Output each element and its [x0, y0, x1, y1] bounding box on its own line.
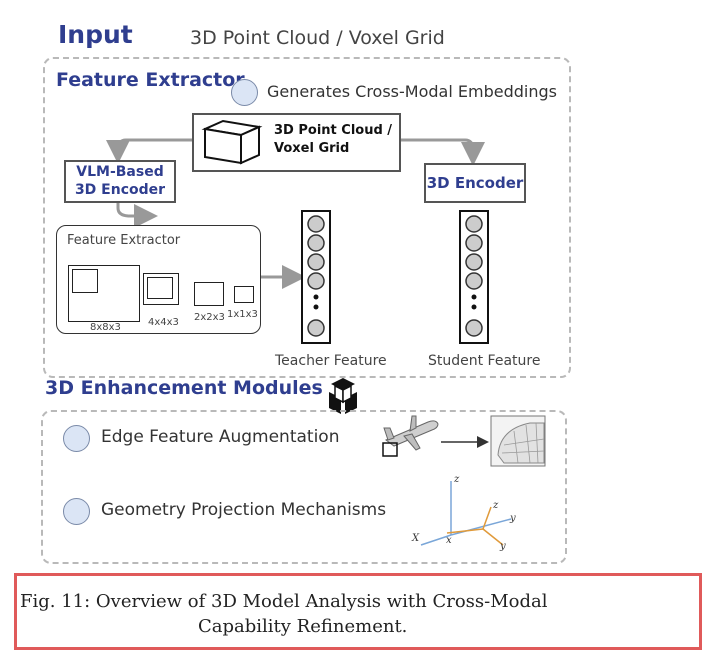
- point-cloud-line2: Voxel Grid: [274, 141, 350, 156]
- vlm-encoder-box: VLM-Based 3D Encoder: [64, 160, 176, 203]
- edge-bullet-icon: [63, 425, 90, 452]
- caption-line1: Fig. 11: Overview of 3D Model Analysis w…: [20, 591, 548, 612]
- block-8x8: [68, 265, 140, 322]
- teacher-feature-label: Teacher Feature: [275, 353, 387, 369]
- encoder-box: 3D Encoder: [424, 163, 526, 203]
- geometry-bullet-icon: [63, 498, 90, 525]
- block-label-2x2: 2x2x3: [194, 312, 225, 323]
- feature-extractor-inner-box: [56, 225, 261, 334]
- enhancement-section-title: 3D Enhancement Modules: [45, 377, 323, 399]
- input-subtitle: 3D Point Cloud / Voxel Grid: [190, 27, 445, 49]
- airplane-icon: [382, 415, 439, 457]
- axis-label-x-main: X: [412, 533, 420, 544]
- embeddings-text: Generates Cross-Modal Embeddings: [267, 82, 557, 101]
- enhancement-section-box: [41, 410, 567, 564]
- block-1x1: [234, 286, 254, 303]
- block-8x8-inner: [72, 269, 98, 293]
- bullet-circle-icon: [231, 79, 258, 106]
- block-label-4x4: 4x4x3: [148, 317, 179, 328]
- block-4x4: [143, 273, 179, 305]
- vlm-line1: VLM-Based: [76, 164, 164, 180]
- feature-extractor-inner-title: Feature Extractor: [67, 233, 181, 248]
- mesh-nose-icon: [490, 415, 546, 467]
- axis-label-z-local: z: [493, 500, 499, 511]
- block-4x4-inner: [147, 277, 173, 299]
- block-2x2: [194, 282, 224, 306]
- block-label-8x8: 8x8x3: [90, 322, 121, 333]
- modules-cubes-icon: [329, 378, 357, 414]
- block-label-1x1: 1x1x3: [227, 309, 258, 320]
- caption-box: [14, 573, 702, 650]
- geometry-projection-text: Geometry Projection Mechanisms: [101, 500, 387, 520]
- arrow-to-encoder: [398, 138, 485, 166]
- arrow-to-vlm: [106, 138, 193, 164]
- cube-icon: [201, 119, 263, 165]
- axis-label-y-local2: y: [500, 541, 506, 552]
- axis-label-z-main: z: [454, 474, 460, 485]
- arrow-vlm-to-extractor: [116, 200, 158, 228]
- vlm-line2: 3D Encoder: [74, 182, 166, 198]
- axis-label-y-local: y: [510, 513, 516, 524]
- edge-feature-text: Edge Feature Augmentation: [101, 427, 340, 447]
- point-cloud-line1: 3D Point Cloud /: [274, 123, 393, 138]
- axis-label-x-local: x: [446, 535, 452, 546]
- axes-diagram: [420, 481, 512, 546]
- teacher-feature-column: [301, 210, 331, 344]
- encoder-label: 3D Encoder: [426, 174, 524, 192]
- caption-line2: Capability Refinement.: [198, 616, 408, 637]
- feature-section-title: Feature Extractor: [56, 69, 245, 91]
- feature-section-box: [43, 57, 571, 378]
- input-title: Input: [58, 20, 133, 49]
- student-feature-label: Student Feature: [428, 353, 541, 369]
- student-feature-column: [459, 210, 489, 344]
